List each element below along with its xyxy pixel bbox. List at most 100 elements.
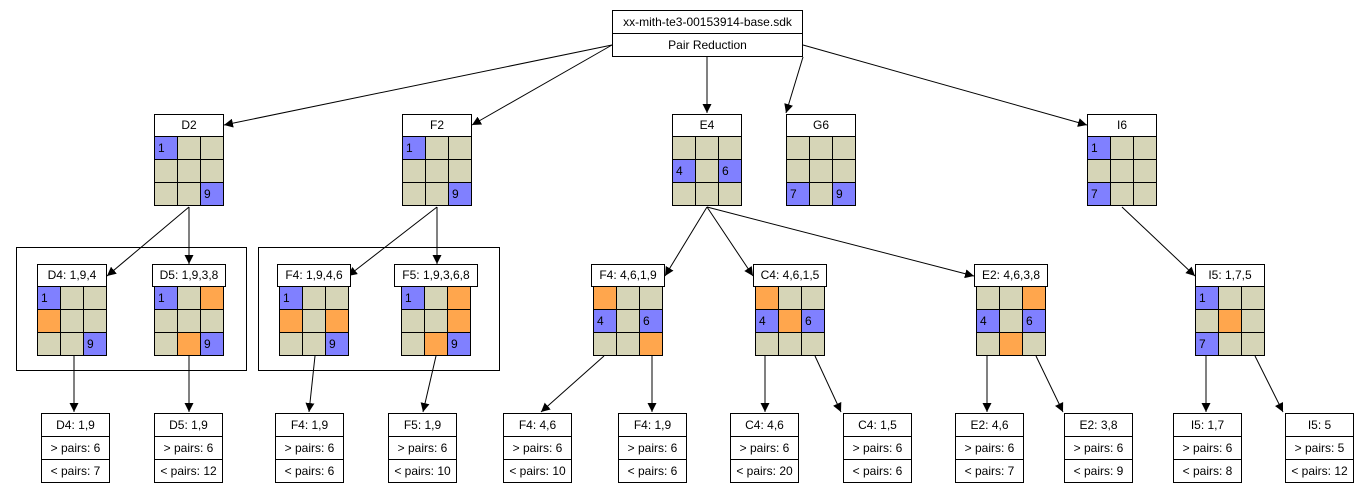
grid-cell — [617, 287, 639, 309]
leaf-greater-pairs: > pairs: 6 — [1174, 436, 1241, 459]
grid-cell — [280, 333, 302, 355]
grid-cell — [640, 333, 662, 355]
grid-cell — [38, 333, 60, 355]
leaf-less-pairs: < pairs: 8 — [1174, 459, 1241, 482]
grid-cell — [719, 183, 741, 205]
edge-arrow — [1254, 355, 1284, 413]
grid-cell — [696, 183, 718, 205]
grid-cell — [1242, 333, 1264, 355]
node-header: F2 — [402, 114, 472, 137]
leaf-node: F4: 1,9> pairs: 6< pairs: 6 — [275, 413, 344, 483]
grid-cell — [1134, 183, 1156, 205]
grid-cell — [1219, 287, 1241, 309]
grid-cell — [448, 310, 470, 332]
grid-cell: 4 — [594, 310, 616, 332]
grid-cell: 1 — [402, 287, 424, 309]
leaf-less-pairs: < pairs: 6 — [844, 459, 911, 482]
grid-cell — [833, 160, 855, 182]
leaf-greater-pairs: > pairs: 6 — [619, 436, 686, 459]
grid-cell — [1242, 287, 1264, 309]
grid-cell: 1 — [403, 137, 425, 159]
leaf-label: D5: 1,9 — [169, 418, 208, 432]
grid-cell — [1196, 310, 1218, 332]
leaf-less-pairs: < pairs: 20 — [731, 459, 798, 482]
grid-cell — [402, 333, 424, 355]
grid-cell — [779, 333, 801, 355]
grid-cell: 6 — [1023, 310, 1045, 332]
grid-cell — [1134, 137, 1156, 159]
grid-cell — [640, 287, 662, 309]
node-header: D4: 1,9,4 — [37, 264, 107, 287]
grid-cell — [1242, 310, 1264, 332]
node-header: F5: 1,9,3,6,8 — [394, 264, 478, 287]
leaf-node: C4: 4,6> pairs: 6< pairs: 20 — [730, 413, 799, 483]
leaf-node: F4: 1,9> pairs: 6< pairs: 6 — [618, 413, 687, 483]
leaf-node: C4: 1,5> pairs: 6< pairs: 6 — [843, 413, 912, 483]
edge-arrow — [1121, 206, 1196, 277]
grid-cell: 9 — [201, 333, 223, 355]
grid-cell — [178, 183, 200, 205]
grid-cell — [617, 333, 639, 355]
grid-cell — [673, 183, 695, 205]
grid-cell — [61, 333, 83, 355]
grid-cell — [178, 310, 200, 332]
leaf-greater-pairs: > pairs: 6 — [155, 436, 222, 459]
grid-cell: 4 — [756, 310, 778, 332]
grid-cell: 1 — [155, 137, 177, 159]
edge-arrow — [223, 44, 613, 128]
grid-cell — [779, 287, 801, 309]
grid-cell: 1 — [1088, 137, 1110, 159]
grid-cell — [38, 310, 60, 332]
grid-cell — [787, 137, 809, 159]
node-header: I5: 1,7,5 — [1195, 264, 1265, 287]
grid-cell — [1111, 160, 1133, 182]
grid-cell — [448, 287, 470, 309]
grid-cell: 6 — [719, 160, 741, 182]
grid-cell — [426, 160, 448, 182]
edge-arrow — [664, 206, 708, 277]
grid-cell: 4 — [673, 160, 695, 182]
leaf-node: E2: 4,6> pairs: 6< pairs: 7 — [955, 413, 1024, 483]
grid-cell — [403, 160, 425, 182]
grid-cell: 7 — [787, 183, 809, 205]
leaf-label: F5: 1,9 — [403, 418, 442, 432]
grid-cell — [719, 137, 741, 159]
node-header: C4: 4,6,1,5 — [753, 264, 827, 287]
grid-cell — [426, 137, 448, 159]
node-header: G6 — [786, 114, 856, 137]
edge-arrow — [706, 206, 754, 277]
grid-cell — [810, 160, 832, 182]
leaf-node: F5: 1,9> pairs: 6< pairs: 10 — [388, 413, 457, 483]
leaf-greater-pairs: > pairs: 6 — [42, 436, 109, 459]
grid-cell — [1000, 287, 1022, 309]
grid-cell — [617, 310, 639, 332]
grid-cell — [1219, 333, 1241, 355]
root-node: xx-mith-te3-00153914-base.sdk Pair Reduc… — [612, 10, 803, 57]
leaf-greater-pairs: > pairs: 6 — [1065, 436, 1132, 459]
root-title: xx-mith-te3-00153914-base.sdk — [623, 15, 792, 29]
leaf-label: D4: 1,9 — [56, 418, 95, 432]
grid-cell — [84, 310, 106, 332]
edge-arrow — [106, 206, 190, 277]
grid-cell: 1 — [155, 287, 177, 309]
grid-cell — [303, 333, 325, 355]
grid-cell: 9 — [833, 183, 855, 205]
grid-cell: 9 — [449, 183, 471, 205]
leaf-label: E2: 3,8 — [1079, 418, 1118, 432]
leaf-node: I5: 5> pairs: 5< pairs: 12 — [1285, 413, 1354, 483]
grid-cell — [201, 310, 223, 332]
grid-cell — [1088, 160, 1110, 182]
grid-cell — [802, 287, 824, 309]
grid-cell — [155, 183, 177, 205]
leaf-less-pairs: < pairs: 6 — [619, 459, 686, 482]
grid-cell — [61, 287, 83, 309]
